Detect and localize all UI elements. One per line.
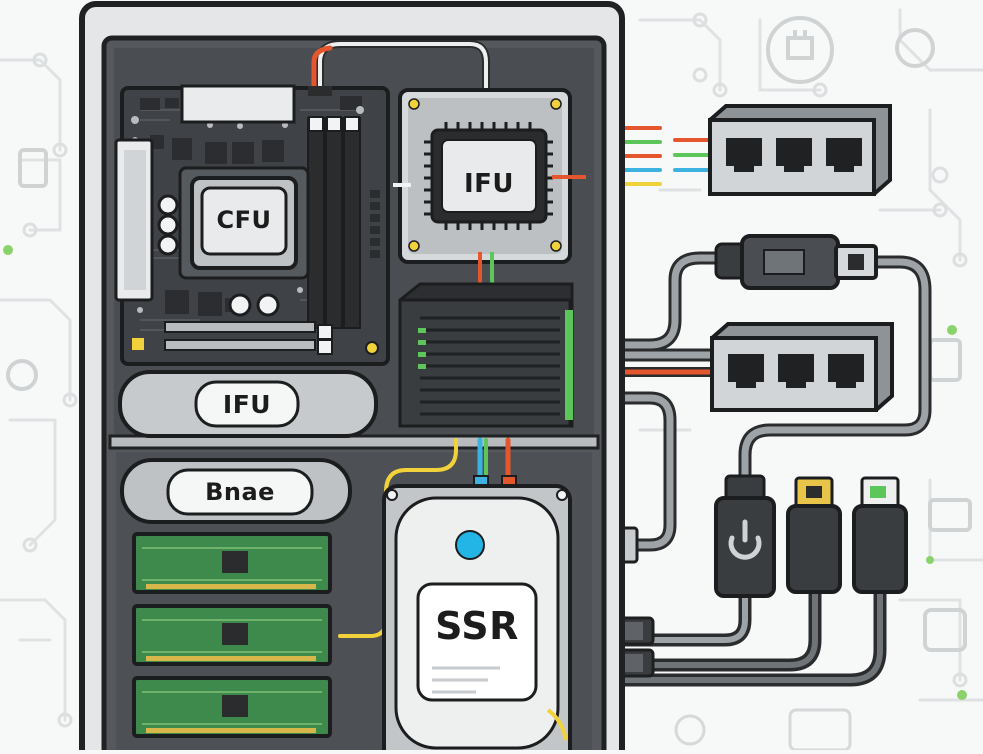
power-plug-connector [714, 474, 776, 598]
ram-sticks [132, 532, 332, 738]
ssr-drive-label: SSR [435, 604, 519, 648]
background-circuit-nodes [22, 12, 968, 728]
cpu-chip [178, 166, 310, 280]
ssr-drive [382, 484, 572, 754]
ethernet-port-icon [728, 354, 864, 388]
ram-stick-2 [132, 604, 332, 666]
network-switch-top [708, 104, 892, 196]
external-cables [568, 126, 932, 687]
drive-bay-pill-inner [166, 468, 314, 516]
network-switch-middle [710, 322, 894, 412]
ifu-chip-label: IFU [463, 169, 515, 199]
ifu-pill-inner [194, 380, 300, 428]
ifu-pill-label: IFU [222, 389, 272, 419]
cpu-label: CFU [216, 206, 272, 234]
ram-stick-1 [132, 532, 332, 594]
ram-stick-3 [132, 676, 332, 738]
ethernet-port-icon [726, 138, 862, 172]
internal-data-cables [338, 437, 517, 638]
usb-connector-yellow [786, 476, 842, 594]
drive-bay-label: Bnae [205, 478, 275, 506]
usb-connector-green [852, 476, 908, 594]
power-icon [728, 519, 762, 560]
power-supply-unit [398, 282, 574, 428]
bottom-decor [674, 708, 852, 752]
background-accent-dots [3, 245, 967, 700]
usb-plug-top [714, 234, 878, 290]
